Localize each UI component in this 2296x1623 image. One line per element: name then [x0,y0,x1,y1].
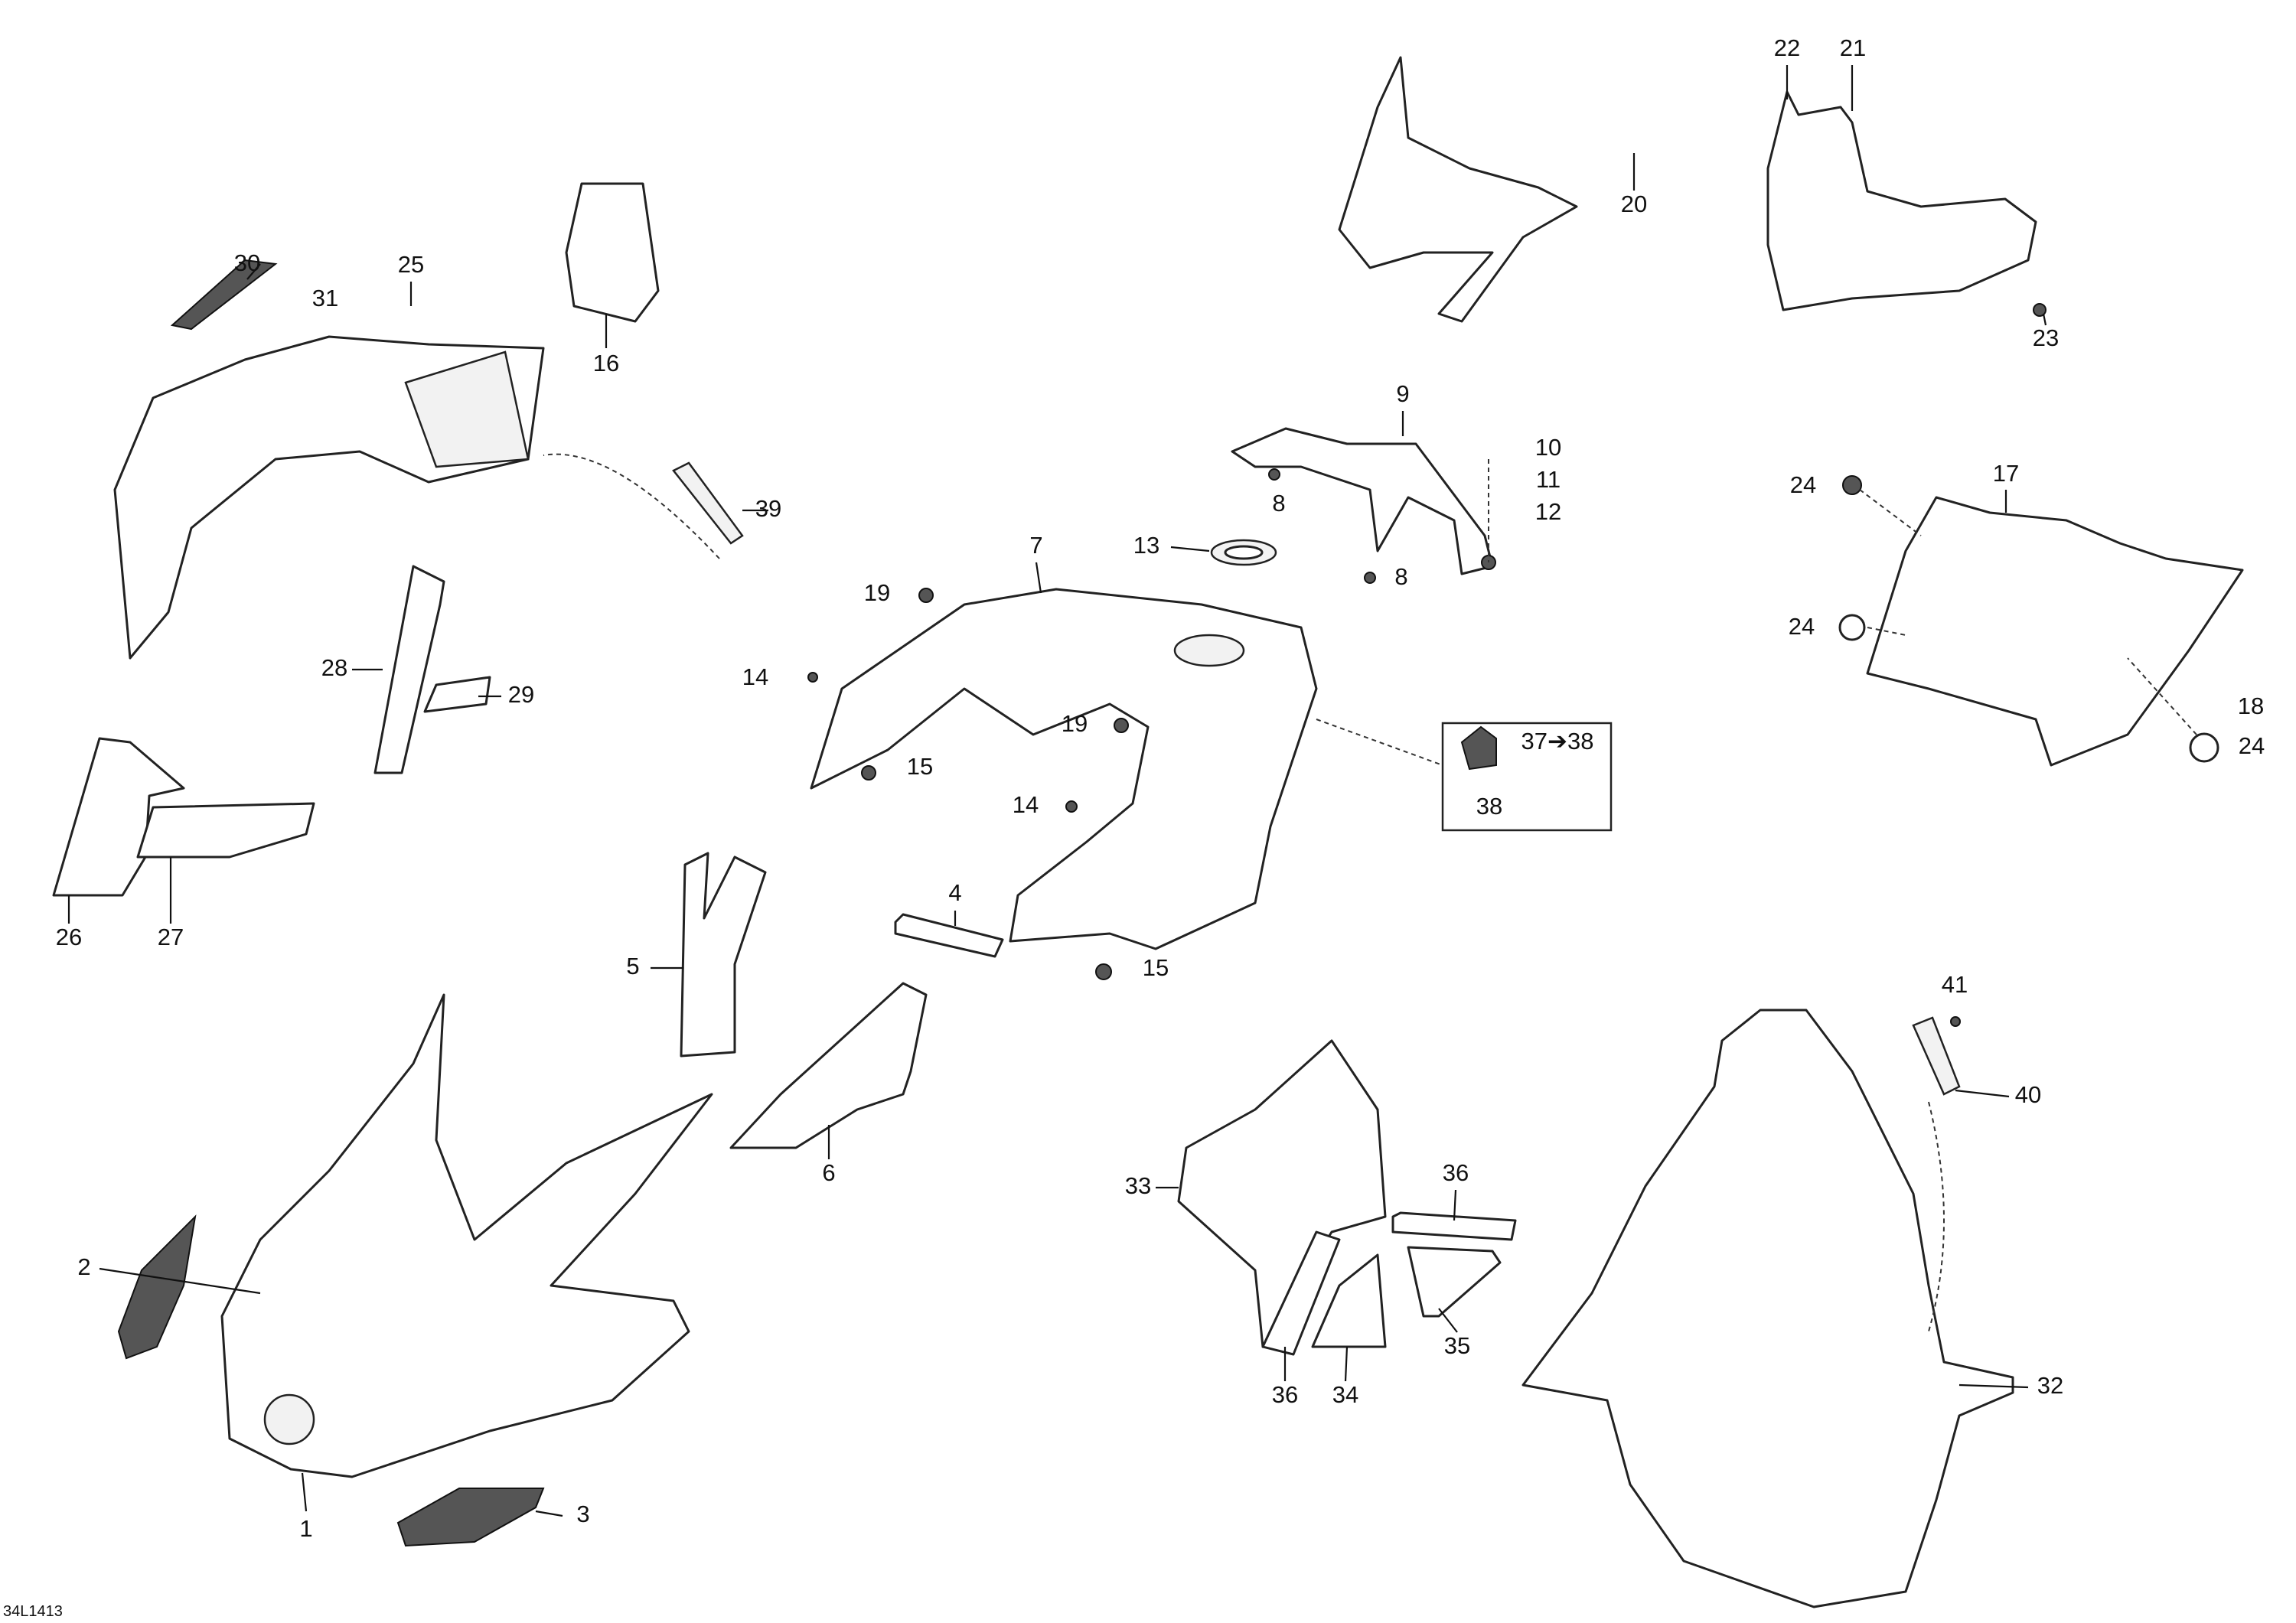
part-7-side-panel [810,588,1318,950]
callout: 37➔38 [1521,728,1594,754]
callout: 21 [1840,34,1866,61]
part-20-windshield [1338,56,1578,323]
callout: 32 [2037,1372,2063,1399]
callout: 23 [2033,324,2059,351]
callout: 24 [1789,613,1815,640]
callout: 5 [626,953,639,979]
callout: 3 [576,1501,589,1527]
callout: 27 [158,924,184,950]
callout: 6 [822,1159,835,1186]
callout: 28 [321,654,347,681]
part-32-seat-cover [1521,1009,2014,1608]
callout: 17 [1993,460,2019,487]
callout: 14 [742,663,768,690]
part-3-vent [396,1488,545,1547]
callout: 39 [755,495,781,522]
callout: 15 [907,753,933,780]
callout: 30 [234,249,260,276]
callout: 41 [1942,971,1968,998]
callout: 4 [948,879,961,906]
callout: 13 [1133,532,1159,559]
callout: 15 [1143,954,1169,981]
callout: 40 [2015,1081,2041,1108]
callout: 8 [1394,563,1407,590]
callout: 9 [1396,380,1409,407]
callout: 12 [1535,498,1561,525]
callout: 18 [2238,693,2264,719]
part-27-decal [136,802,315,859]
callout: 35 [1444,1332,1470,1359]
callout: 8 [1272,490,1285,517]
part-4-foam [894,913,1004,958]
part-28-pad [373,565,445,774]
part-40-strap [1912,1016,1961,1096]
callout: 24 [1790,471,1816,498]
callout-labels: 1 2 3 4 5 6 7 8 8 9 10 11 12 13 14 14 15… [3,34,2265,1620]
part-21-panel [1766,90,2037,311]
part-39-strap [672,461,744,545]
leader-lines [67,65,2197,1517]
part-16-bracket [565,182,660,323]
part-13-grommet [1210,539,1277,566]
callout: 33 [1125,1172,1151,1199]
callout: 16 [593,350,619,376]
part-25-front-cover [113,335,545,660]
callout: 7 [1029,532,1042,559]
part-35-pad [1407,1246,1502,1318]
part-29-pad [423,676,491,713]
callout: 19 [864,579,890,606]
callout: 19 [1062,710,1088,737]
drawing-code: 34L1413 [3,1603,63,1620]
part-2-vent [117,1214,197,1360]
callout: 1 [299,1515,312,1542]
part-9-bracket [1231,427,1494,575]
callout: 20 [1621,191,1647,217]
callout: 34 [1332,1381,1358,1408]
part-26-decal [52,737,185,897]
callout: 29 [508,681,534,708]
fasteners [807,303,2219,1027]
callout: 36 [1443,1159,1469,1186]
callout: 14 [1013,791,1039,818]
part-5-pad [680,852,767,1058]
callout: 22 [1774,34,1800,61]
part-6-pad [729,982,928,1149]
part-34-pad [1311,1253,1387,1348]
callout: 2 [77,1253,90,1280]
callout: 25 [398,251,424,278]
callout: 31 [312,285,338,311]
callout: 38 [1476,793,1502,820]
callout: 36 [1272,1381,1298,1408]
part-1-hood [220,993,713,1478]
part-33-pad [1177,1039,1387,1348]
callout: 26 [56,924,82,950]
part-17-support [1866,496,2244,767]
part-36-foam [1261,1211,1517,1356]
part-37-38-kit-box [1441,722,1613,832]
callout: 10 [1535,434,1561,461]
callout: 11 [1536,466,1561,493]
callout: 24 [2239,732,2265,759]
